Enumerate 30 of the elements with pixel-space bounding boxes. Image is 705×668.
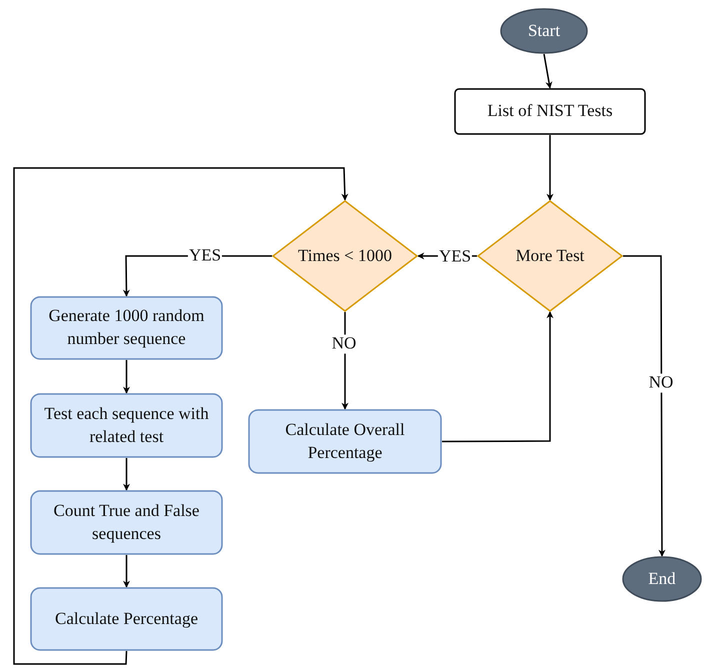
arrow: [546, 135, 554, 201]
arrow: [442, 311, 554, 442]
node-text: Start: [526, 20, 562, 42]
arrow: [13, 167, 348, 665]
process-box: [30, 490, 223, 555]
process-box: [30, 587, 223, 651]
process-box: [248, 409, 442, 474]
node-text: Test each sequence with related test: [43, 402, 210, 448]
node-text: Count True and False sequences: [52, 500, 200, 545]
node-text: Calculate Overall Percentage: [284, 418, 406, 464]
arrow: [543, 54, 552, 89]
process-box: [30, 393, 223, 458]
arrow: [123, 360, 130, 394]
arrow: [623, 255, 666, 557]
decision-diamond: [272, 200, 418, 312]
arrow: [123, 458, 130, 491]
node-text: Times < 1000: [297, 244, 393, 267]
node-text: More Test: [514, 244, 586, 267]
node-text: Generate 1000 random number sequence: [48, 305, 206, 350]
node-text: List of NIST Tests: [486, 100, 614, 122]
terminal-ellipse: [622, 556, 702, 602]
node-text: End: [647, 568, 677, 590]
decision-diamond: [477, 200, 623, 312]
edge-label: NO: [648, 374, 674, 392]
terminal-ellipse: [500, 8, 588, 54]
process-box: [454, 88, 646, 135]
edge-label: NO: [330, 334, 358, 354]
node-text: Calculate Percentage: [54, 608, 199, 630]
arrow: [123, 555, 130, 588]
process-box: [30, 296, 223, 360]
